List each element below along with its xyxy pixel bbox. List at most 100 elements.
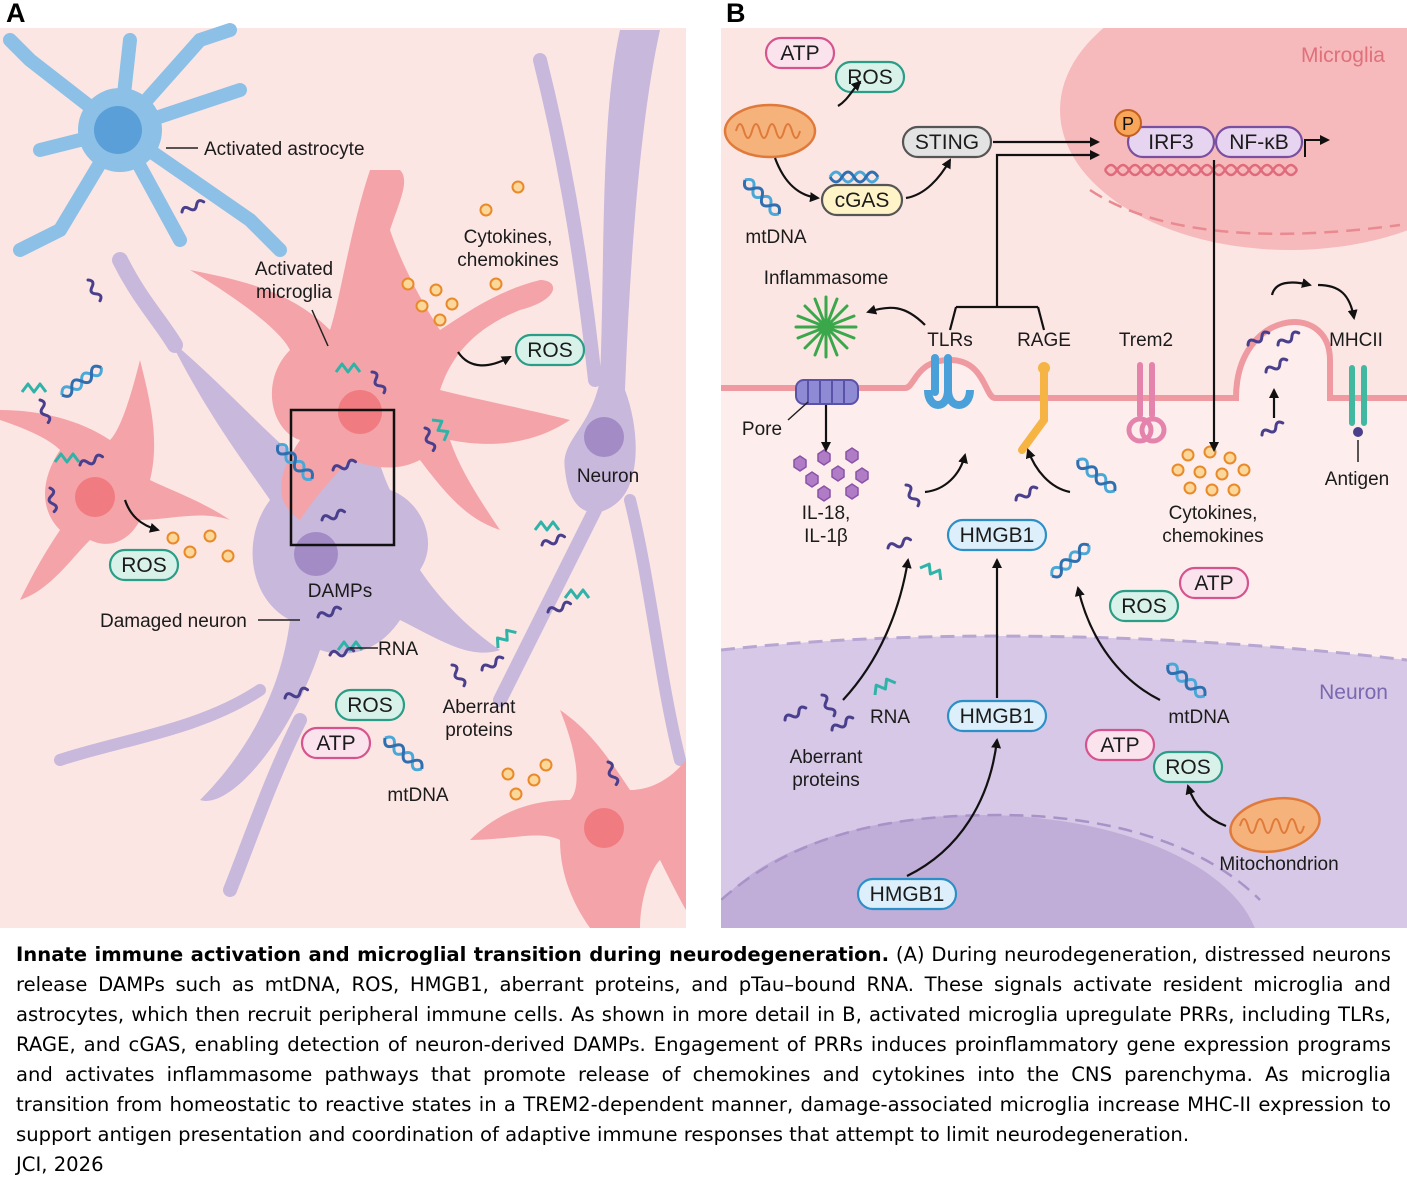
svg-text:ATP: ATP <box>316 732 355 755</box>
label-inflammasome: Inflammasome <box>764 268 889 289</box>
svg-text:ROS: ROS <box>847 66 893 89</box>
nfkb-pill: NF-κB <box>1214 125 1304 159</box>
microglia-nucleus-center <box>338 390 382 434</box>
hmgb1-pill-low: HMGB1 <box>946 699 1048 733</box>
svg-text:ATP: ATP <box>780 42 819 65</box>
astrocyte-cell <box>3 23 287 257</box>
microglia-nucleus-bottom <box>584 808 624 848</box>
label-cytokines-line1: Cytokines, <box>464 227 553 248</box>
label-mtdna-a: mtDNA <box>387 785 449 806</box>
label-aberrant-b-line2: proteins <box>792 770 860 791</box>
label-microglia-region: Microglia <box>1301 44 1385 67</box>
svg-text:ROS: ROS <box>1165 756 1211 779</box>
panel-a: A <box>0 0 686 928</box>
ros-pill-a-bottom: ROS <box>334 688 406 722</box>
microglia-nucleus-left <box>75 477 115 517</box>
sting-pill: STING <box>901 125 993 159</box>
mitochondrion-top <box>723 103 817 159</box>
leader-lines-b <box>787 401 1359 462</box>
label-mtdna-b-top: mtDNA <box>745 227 807 248</box>
label-aberrant-line2: proteins <box>445 720 513 741</box>
detail-inset-box <box>289 408 396 547</box>
figure-caption: Innate immune activation and microglial … <box>16 940 1391 1180</box>
atp-pill-b-top: ATP <box>764 36 836 70</box>
svg-text:cGAS: cGAS <box>835 189 890 212</box>
label-pore: Pore <box>742 419 782 440</box>
svg-text:ROS: ROS <box>347 694 393 717</box>
il-dots <box>793 447 869 502</box>
caption-credit: JCI, 2026 <box>16 1153 104 1176</box>
arrows-b <box>773 80 1358 877</box>
label-trem2: Trem2 <box>1119 330 1173 351</box>
ros-pill-a-left: ROS <box>108 548 180 582</box>
panel-b-letter: B <box>726 0 746 28</box>
irf3-pill: IRF3 <box>1126 125 1216 159</box>
hmgb1-pill-mid: HMGB1 <box>946 518 1048 552</box>
label-cytokines-line2: chemokines <box>457 250 558 271</box>
neuron-cell <box>493 30 686 766</box>
panel-b: B Microglia Neuron ATP ROS STING cGAS <box>721 0 1407 928</box>
svg-text:ATP: ATP <box>1100 734 1139 757</box>
neuron-nucleus <box>584 417 624 457</box>
label-activated-microglia-line1: Activated <box>255 259 333 280</box>
panel-a-letter: A <box>6 0 26 28</box>
atp-pill-b-mid: ATP <box>1178 566 1250 600</box>
label-aberrant-line1: Aberrant <box>443 697 517 718</box>
rage-receptor <box>1018 362 1050 454</box>
inflammasome <box>794 295 858 359</box>
neuron-nucleus-b <box>721 815 1255 928</box>
astrocyte-nucleus <box>94 106 142 154</box>
ros-pill-a-top: ROS <box>514 333 586 367</box>
label-rna-a: RNA <box>378 639 418 660</box>
label-antigen: Antigen <box>1325 469 1389 490</box>
leader-lines-a <box>166 147 378 649</box>
caption-title: Innate immune activation and microglial … <box>16 943 890 966</box>
svg-text:IRF3: IRF3 <box>1148 131 1194 154</box>
ros-pill-b-top: ROS <box>834 60 906 94</box>
label-rage: RAGE <box>1017 330 1071 351</box>
svg-text:HMGB1: HMGB1 <box>870 883 945 906</box>
caption-body: (A) During neurodegeneration, distressed… <box>16 943 1391 1146</box>
svg-text:P: P <box>1122 114 1134 134</box>
figure: A <box>0 0 1407 928</box>
svg-text:ROS: ROS <box>527 339 573 362</box>
svg-text:STING: STING <box>915 131 979 154</box>
label-il-line2: IL-1β <box>804 526 848 547</box>
ros-arrow-microglia <box>457 351 512 367</box>
mhcii-receptor <box>1349 365 1367 437</box>
label-activated-microglia-line2: microglia <box>256 282 332 303</box>
label-mtdna-b-low: mtDNA <box>1168 707 1230 728</box>
cgas-pill: cGAS <box>820 183 904 217</box>
label-neuron-a: Neuron <box>577 466 639 487</box>
label-rna-b: RNA <box>870 707 910 728</box>
microglia-cell-left <box>0 360 230 600</box>
atp-pill-a: ATP <box>300 726 372 760</box>
mitochondrion-bottom <box>1229 796 1321 854</box>
label-damaged-neuron: Damaged neuron <box>100 611 247 632</box>
microglia-cell-center <box>190 170 570 530</box>
label-damps: DAMPs <box>308 581 372 602</box>
label-mitochondrion: Mitochondrion <box>1219 854 1338 875</box>
damaged-neuron-nucleus <box>294 532 338 576</box>
label-mhcii: MHCII <box>1329 330 1383 351</box>
tlr-receptor <box>924 354 974 409</box>
trem2-receptor <box>1126 362 1167 444</box>
atp-pill-b-low: ATP <box>1084 728 1156 762</box>
label-neuron-region: Neuron <box>1319 681 1388 704</box>
svg-text:HMGB1: HMGB1 <box>960 524 1035 547</box>
label-activated-astrocyte: Activated astrocyte <box>204 139 365 160</box>
ros-arrow-left <box>123 499 160 533</box>
transcription-arrow <box>1304 135 1330 157</box>
ros-pill-b-mid: ROS <box>1108 589 1180 623</box>
hmgb1-pill-bottom: HMGB1 <box>856 877 958 911</box>
label-aberrant-b-line1: Aberrant <box>790 747 864 768</box>
label-cytokines-b-line1: Cytokines, <box>1169 503 1258 524</box>
svg-text:HMGB1: HMGB1 <box>960 705 1035 728</box>
svg-text:ROS: ROS <box>121 554 167 577</box>
damaged-neuron-cell <box>54 252 500 897</box>
svg-text:ATP: ATP <box>1194 572 1233 595</box>
phospho-marker: P <box>1114 109 1142 137</box>
ros-pill-b-low: ROS <box>1152 750 1224 784</box>
microglia-cell-bottom <box>470 710 686 928</box>
label-tlrs: TLRs <box>927 330 972 351</box>
